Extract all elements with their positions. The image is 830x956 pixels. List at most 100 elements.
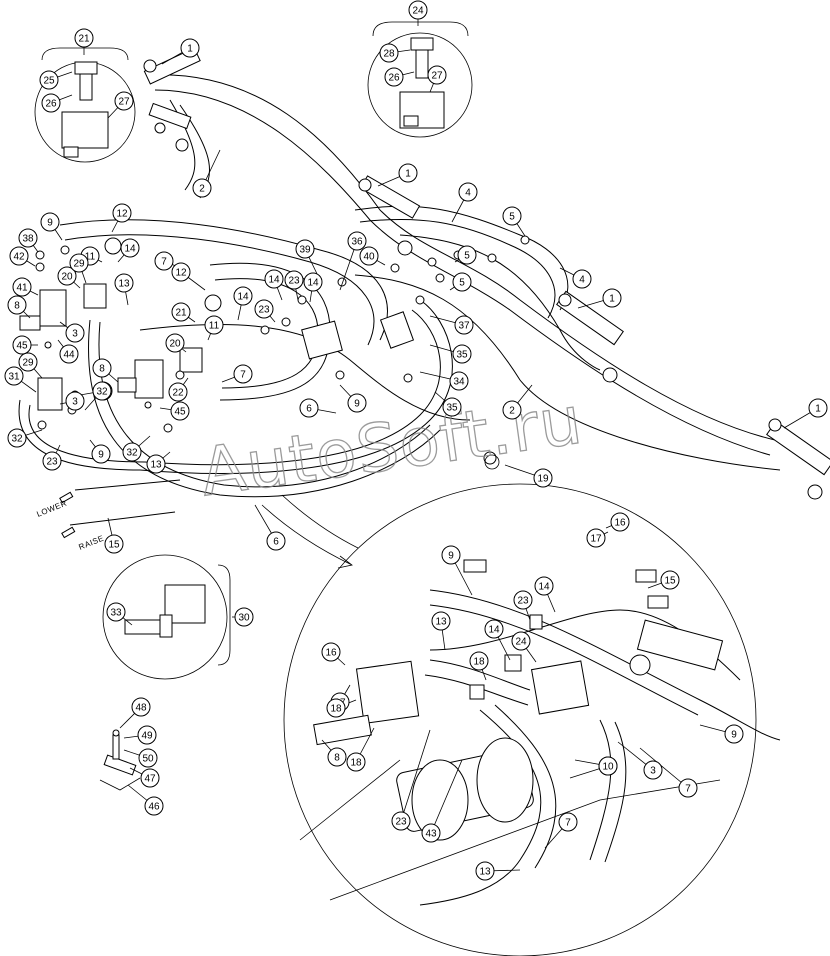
callout-number: 29: [22, 358, 34, 369]
callout-c50: 50: [138, 748, 158, 768]
callout-number: 14: [488, 625, 500, 636]
callout-number: 41: [16, 283, 28, 294]
callout-c16b: 16: [610, 512, 630, 532]
callout-c18c: 18: [469, 651, 489, 671]
callout-number: 21: [78, 34, 90, 45]
detail-30-parts: [124, 584, 206, 638]
callout-circle: [533, 468, 553, 488]
callout-circle: [458, 182, 478, 202]
callout-circle: [534, 576, 554, 596]
detail-arrow-2: [281, 494, 359, 549]
callout-c23e: 23: [391, 811, 411, 831]
callout-number: 10: [602, 762, 614, 773]
callout-c16a: 16: [321, 642, 341, 662]
callout-c5b: 5: [457, 245, 477, 265]
callout-c40: 40: [359, 246, 379, 266]
callout-c45a: 45: [12, 335, 32, 355]
callout-c14d: 14: [303, 272, 323, 292]
callout-c32b: 32: [7, 428, 27, 448]
callout-circle: [427, 65, 447, 85]
callout-number: 18: [473, 657, 485, 668]
callout-number: 15: [664, 576, 676, 587]
callout-number: 13: [479, 867, 491, 878]
callout-circle: [137, 725, 157, 745]
callout-number: 8: [14, 301, 20, 312]
callout-circle: [572, 269, 592, 289]
callout-circle: [65, 391, 85, 411]
callout-circle: [170, 401, 190, 421]
callout-circle: [234, 607, 254, 627]
callout-number: 13: [150, 460, 162, 471]
callout-c32c: 32: [122, 442, 142, 462]
callout-number: 22: [172, 388, 184, 399]
callout-circle: [254, 299, 274, 319]
callout-circle: [144, 796, 164, 816]
callout-circle: [122, 442, 142, 462]
callout-number: 23: [46, 457, 58, 468]
callout-c7b: 7: [233, 364, 253, 384]
callout-number: 28: [383, 49, 395, 60]
callout-number: 19: [537, 474, 549, 485]
callout-circle: [233, 286, 253, 306]
callout-c11b: 11: [204, 315, 224, 335]
callout-c30: 30: [234, 607, 254, 627]
callout-c20b: 20: [165, 333, 185, 353]
callout-number: 44: [63, 350, 75, 361]
callout-circle: [12, 335, 32, 355]
callout-c10b: 10: [598, 756, 618, 776]
callout-number: 12: [175, 268, 187, 279]
callout-number: 18: [350, 758, 362, 769]
callout-circle: [502, 400, 522, 420]
callout-circle: [74, 28, 94, 48]
callout-c7d: 7: [678, 778, 698, 798]
callout-c29b: 29: [18, 352, 38, 372]
detail-circle-enlarged: [283, 483, 757, 956]
callout-circle: [165, 333, 185, 353]
callout-c24b: 24: [511, 631, 531, 651]
callout-c28: 28: [379, 43, 399, 63]
callout-number: 26: [45, 99, 57, 110]
callout-number: 42: [13, 252, 25, 263]
lower-label: LOWER: [35, 499, 68, 519]
callout-circle: [7, 428, 27, 448]
callout-number: 17: [590, 534, 602, 545]
callout-number: 32: [11, 434, 23, 445]
callout-number: 46: [148, 802, 160, 813]
callout-c3c: 3: [643, 760, 663, 780]
callout-circle: [391, 811, 411, 831]
callout-number: 8: [99, 364, 105, 375]
callout-circle: [327, 747, 347, 767]
callout-number: 1: [609, 294, 615, 305]
callout-number: 24: [412, 6, 424, 17]
callout-c23a: 23: [254, 299, 274, 319]
callout-circle: [9, 246, 29, 266]
callout-number: 26: [388, 73, 400, 84]
callout-c35a: 35: [452, 344, 472, 364]
callout-c5a: 5: [502, 206, 522, 226]
detail-24-parts: [399, 37, 445, 129]
callout-c21a: 21: [74, 28, 94, 48]
leader-line-c7d: [639, 747, 689, 789]
callout-c12b: 12: [171, 262, 191, 282]
callout-c17b: 17: [586, 528, 606, 548]
callout-circle: [42, 451, 62, 471]
callout-c22: 22: [168, 382, 188, 402]
callout-c2b: 2: [502, 400, 522, 420]
callout-number: 12: [116, 209, 128, 220]
callout-c8a: 8: [7, 295, 27, 315]
callout-c44: 44: [59, 344, 79, 364]
callout-c23d: 23: [513, 590, 533, 610]
callout-number: 9: [731, 730, 737, 741]
callout-c14f: 14: [484, 619, 504, 639]
bracket-24: [372, 21, 469, 37]
callout-circle: [92, 381, 112, 401]
callout-number: 20: [61, 272, 73, 283]
callout-number: 24: [515, 637, 527, 648]
callout-number: 13: [118, 279, 130, 290]
callout-c9a: 9: [40, 212, 60, 232]
callout-c26b: 26: [384, 67, 404, 87]
callout-circle: [92, 358, 112, 378]
callout-circle: [326, 698, 346, 718]
callout-c48: 48: [131, 697, 151, 717]
raise-label: RAISE: [77, 534, 105, 552]
